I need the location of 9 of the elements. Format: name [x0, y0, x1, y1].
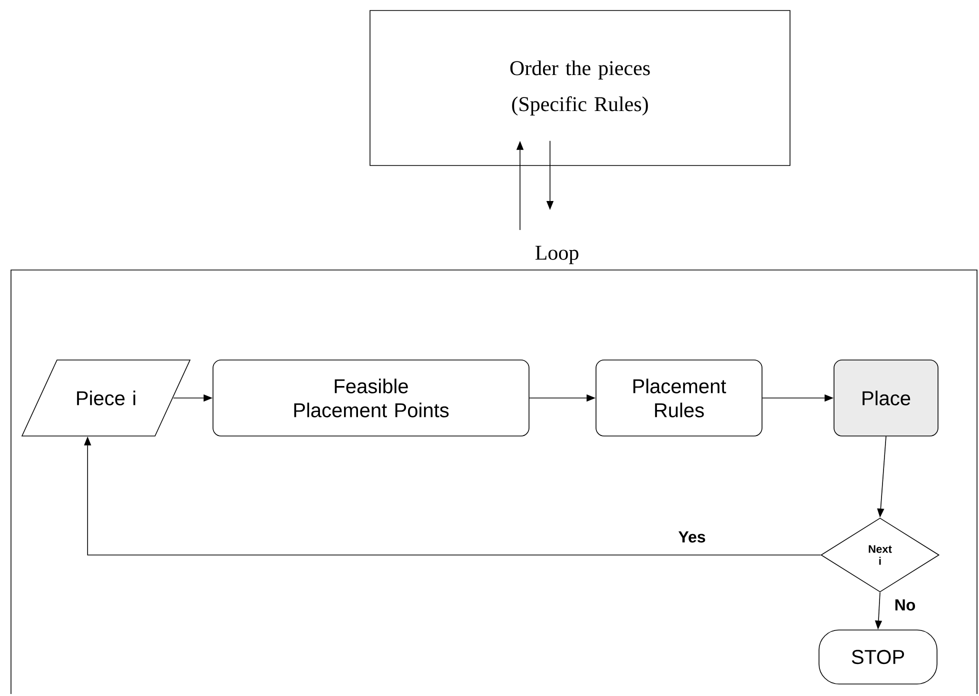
edge-label: Yes — [677, 530, 707, 544]
loop-label: Loop — [535, 246, 578, 264]
process-box: Placement Rules — [596, 360, 762, 436]
terminator-box: STOP — [818, 630, 938, 684]
process-box: Feasible Placement Points — [212, 360, 530, 436]
process-box: Place — [834, 360, 938, 436]
frame-box — [10, 270, 978, 694]
process-box: Order the pieces (Specific Rules) — [370, 10, 790, 166]
edge-label: No — [893, 598, 917, 612]
